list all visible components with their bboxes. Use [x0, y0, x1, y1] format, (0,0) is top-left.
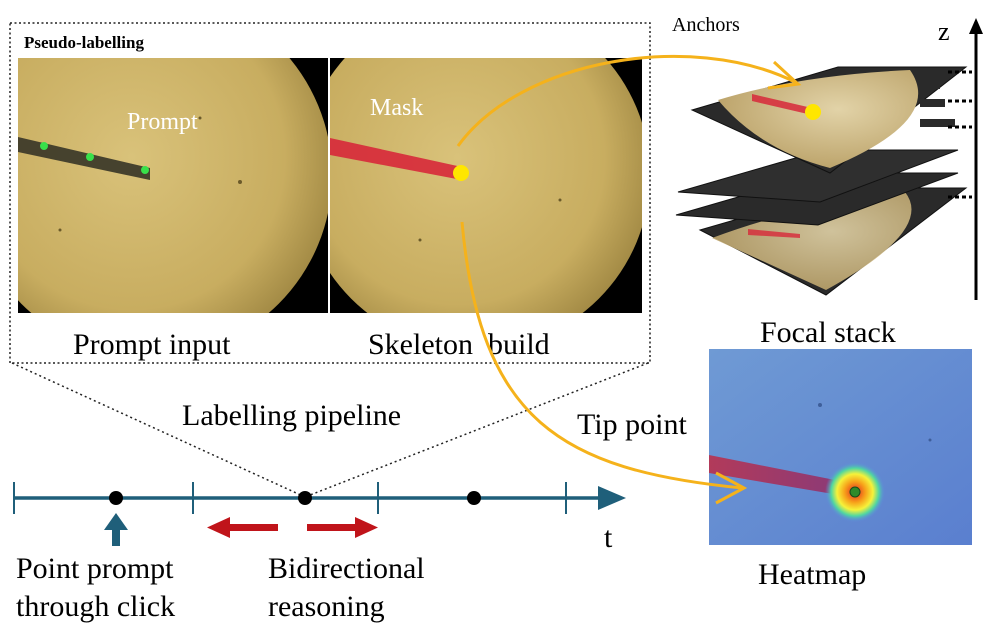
prompt-input-caption: Prompt input — [73, 328, 231, 361]
timeline-frame-dot — [109, 491, 123, 505]
prompt-image-label: Prompt — [127, 109, 198, 135]
bidirectional-line2: reasoning — [268, 590, 385, 623]
point-prompt-line1: Point prompt — [16, 552, 174, 585]
prompt-point — [141, 166, 149, 174]
point-prompt-line2: through click — [16, 590, 175, 623]
skeleton-build-caption: Skeleton build — [368, 328, 550, 361]
timeline-arrowhead — [598, 486, 626, 510]
prompt-point — [40, 142, 48, 150]
z-axis-arrowhead — [969, 18, 983, 34]
pseudo-labelling-panel — [9, 22, 651, 364]
heatmap-caption: Heatmap — [758, 558, 866, 591]
tip-point-arrow — [460, 221, 748, 505]
timeline-frame-dot — [298, 491, 312, 505]
anchors-arrow — [456, 54, 802, 147]
anchors-label: Anchors — [672, 14, 740, 36]
mask-overlay — [330, 138, 462, 180]
forward-arrow-icon — [307, 517, 378, 538]
focal-stack — [675, 66, 972, 296]
timeline-frame-dot — [467, 491, 481, 505]
prompt-image: Prompt — [18, 58, 328, 313]
zoom-line-left — [11, 362, 306, 498]
mask-image: Mask — [330, 58, 642, 313]
panel-title: Pseudo-labelling — [24, 33, 144, 52]
z-axis-label: z — [938, 17, 950, 46]
backward-arrow-icon — [207, 517, 278, 538]
tip-point-label: Tip point — [577, 408, 687, 441]
zoom-line-right — [304, 362, 649, 498]
anchor-point — [805, 104, 821, 120]
bidirectional-line1: Bidirectional — [268, 552, 425, 585]
heatmap-image — [709, 349, 972, 545]
timeline-axis-label: t — [604, 521, 613, 554]
mask-image-label: Mask — [370, 95, 423, 121]
pipeline-label: Labelling pipeline — [182, 399, 401, 432]
timeline: t — [13, 482, 626, 554]
prompt-point — [86, 153, 94, 161]
tip-marker — [453, 165, 469, 181]
focal-stack-caption: Focal stack — [760, 316, 896, 349]
click-arrow-icon — [104, 513, 128, 546]
